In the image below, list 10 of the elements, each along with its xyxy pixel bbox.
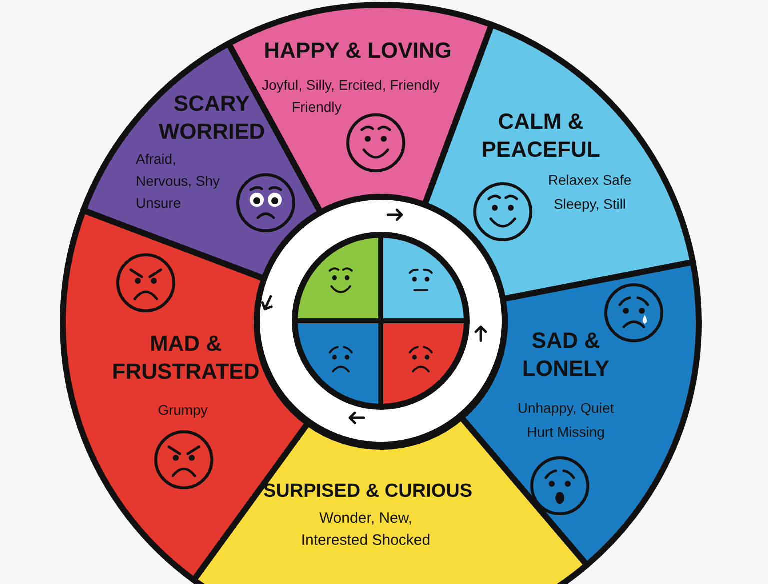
emotion-heading: SURPISED & CURIOUS bbox=[262, 480, 474, 504]
emotion-heading: CALM & PEACEFUL bbox=[480, 108, 602, 164]
feeling-words: Afraid, Nervous, Shy Unsure bbox=[136, 150, 222, 213]
emotion-heading: MAD & FRUSTRATED bbox=[111, 330, 261, 386]
feeling-words: Grumpy bbox=[157, 401, 209, 420]
feeling-words: Relaxex Safe Sleepy, Still bbox=[547, 171, 633, 214]
emotion-heading: HAPPY & LOVING bbox=[263, 37, 453, 65]
feeling-words: Unhappy, Quiet Hurt Missing bbox=[516, 399, 616, 442]
feeling-words: Wonder, New, Interested Shocked bbox=[301, 509, 431, 551]
emotion-heading: SAD & LONELY bbox=[521, 327, 611, 383]
